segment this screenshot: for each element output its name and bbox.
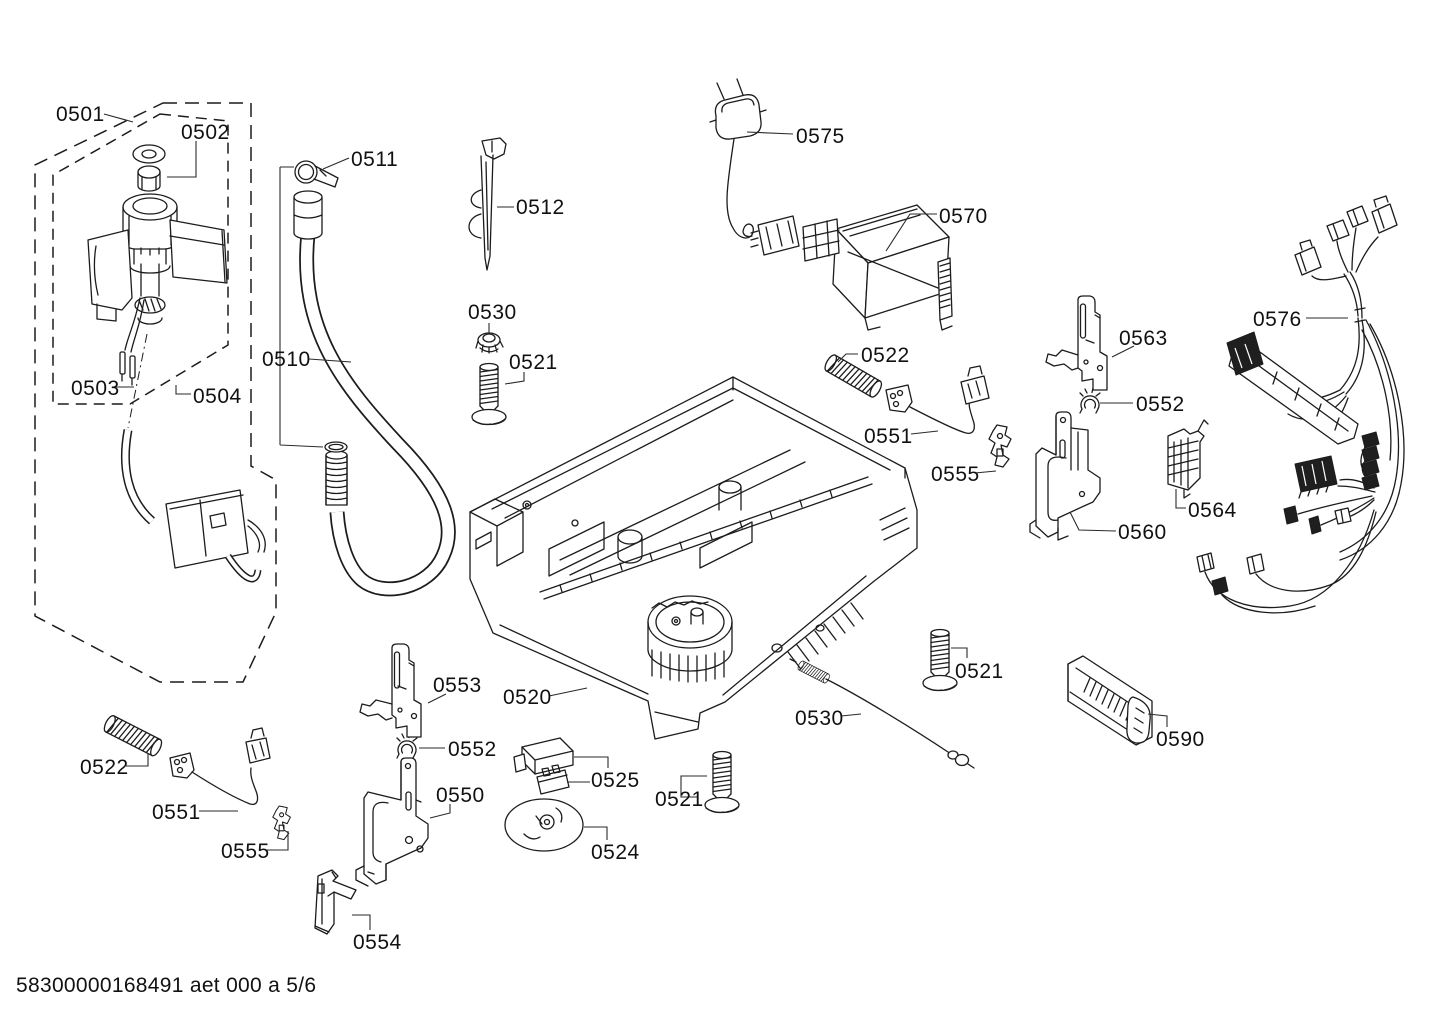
part-label-0530-bottom: 0530 bbox=[795, 707, 844, 730]
interference-capacitor-drawing bbox=[513, 737, 574, 795]
part-label-0510: 0510 bbox=[262, 348, 311, 371]
clip-drawing-right bbox=[1079, 387, 1101, 414]
part-label-0553: 0553 bbox=[433, 674, 482, 697]
part-label-0525: 0525 bbox=[591, 769, 640, 792]
part-label-0530-top: 0530 bbox=[468, 301, 517, 324]
part-label-0502: 0502 bbox=[181, 121, 230, 144]
cable-drawing-left bbox=[169, 727, 271, 805]
part-label-0560: 0560 bbox=[1118, 521, 1167, 544]
screw-drawing-right bbox=[922, 628, 958, 692]
mounting-bracket-drawing-0560 bbox=[1029, 411, 1101, 541]
part-label-0550: 0550 bbox=[436, 784, 485, 807]
latch-drawing-right bbox=[988, 424, 1012, 468]
part-label-0590: 0590 bbox=[1156, 728, 1205, 751]
nut-drawing-0530 bbox=[475, 332, 504, 354]
connector-holder-drawing-0564 bbox=[1167, 419, 1209, 499]
inlet-hose-drawing bbox=[293, 190, 456, 597]
adjustment-cable-drawing bbox=[789, 658, 975, 769]
part-label-0552-right: 0552 bbox=[1136, 393, 1185, 416]
mounting-bracket-drawing-0553 bbox=[359, 643, 422, 738]
fixing-bracket-drawing-0512 bbox=[468, 137, 507, 271]
part-label-0575: 0575 bbox=[796, 125, 845, 148]
part-label-0521-mid: 0521 bbox=[955, 660, 1004, 683]
aquastop-valve-drawing bbox=[87, 144, 228, 386]
part-label-0511: 0511 bbox=[351, 148, 399, 171]
base-pan-drawing bbox=[469, 376, 918, 740]
part-label-0564: 0564 bbox=[1188, 499, 1237, 522]
part-label-0521-bottom: 0521 bbox=[655, 788, 704, 811]
adjustment-rail-drawing bbox=[1067, 655, 1153, 746]
part-label-0563: 0563 bbox=[1119, 327, 1168, 350]
assembly-boundary-0504 bbox=[52, 113, 229, 429]
screw-drawing-bottom bbox=[704, 750, 740, 814]
part-label-0524: 0524 bbox=[591, 841, 640, 864]
part-label-0554: 0554 bbox=[353, 931, 402, 954]
control-module-drawing bbox=[802, 204, 953, 331]
part-label-0504: 0504 bbox=[193, 385, 242, 408]
part-label-0551-right: 0551 bbox=[864, 425, 913, 448]
mounting-bracket-drawing-0554 bbox=[314, 869, 357, 935]
wiring-harness-drawing bbox=[1196, 195, 1405, 614]
mounting-bracket-drawing-0563 bbox=[1045, 295, 1108, 391]
screw-drawing-top bbox=[471, 362, 507, 426]
part-label-0520: 0520 bbox=[503, 686, 552, 709]
part-label-0555-right: 0555 bbox=[931, 463, 980, 486]
cable-drawing-right bbox=[885, 365, 990, 434]
part-label-0552-left: 0552 bbox=[448, 738, 497, 761]
drain-hose-end-drawing bbox=[120, 429, 266, 583]
part-label-0521-top: 0521 bbox=[509, 351, 558, 374]
document-number: 58300000168491 aet 000 a 5/6 bbox=[16, 974, 317, 997]
part-label-0570: 0570 bbox=[939, 205, 988, 228]
assembly-boundary-0501 bbox=[34, 102, 277, 683]
part-label-0576: 0576 bbox=[1253, 308, 1302, 331]
sound-damper-disc-drawing bbox=[504, 798, 584, 852]
spring-drawing-left bbox=[101, 713, 165, 759]
part-label-0501: 0501 bbox=[56, 103, 105, 126]
part-label-0503: 0503 bbox=[71, 377, 120, 400]
part-label-0522-left: 0522 bbox=[80, 756, 129, 779]
power-cord-drawing bbox=[709, 78, 800, 256]
mounting-bracket-drawing-0550 bbox=[355, 757, 429, 887]
leader-lines bbox=[103, 113, 1348, 930]
part-label-0512: 0512 bbox=[516, 196, 565, 219]
part-label-0522-right: 0522 bbox=[861, 344, 910, 367]
part-label-0551-left: 0551 bbox=[152, 801, 201, 824]
part-label-0555-left: 0555 bbox=[221, 840, 270, 863]
hose-clamp-drawing bbox=[294, 160, 339, 188]
